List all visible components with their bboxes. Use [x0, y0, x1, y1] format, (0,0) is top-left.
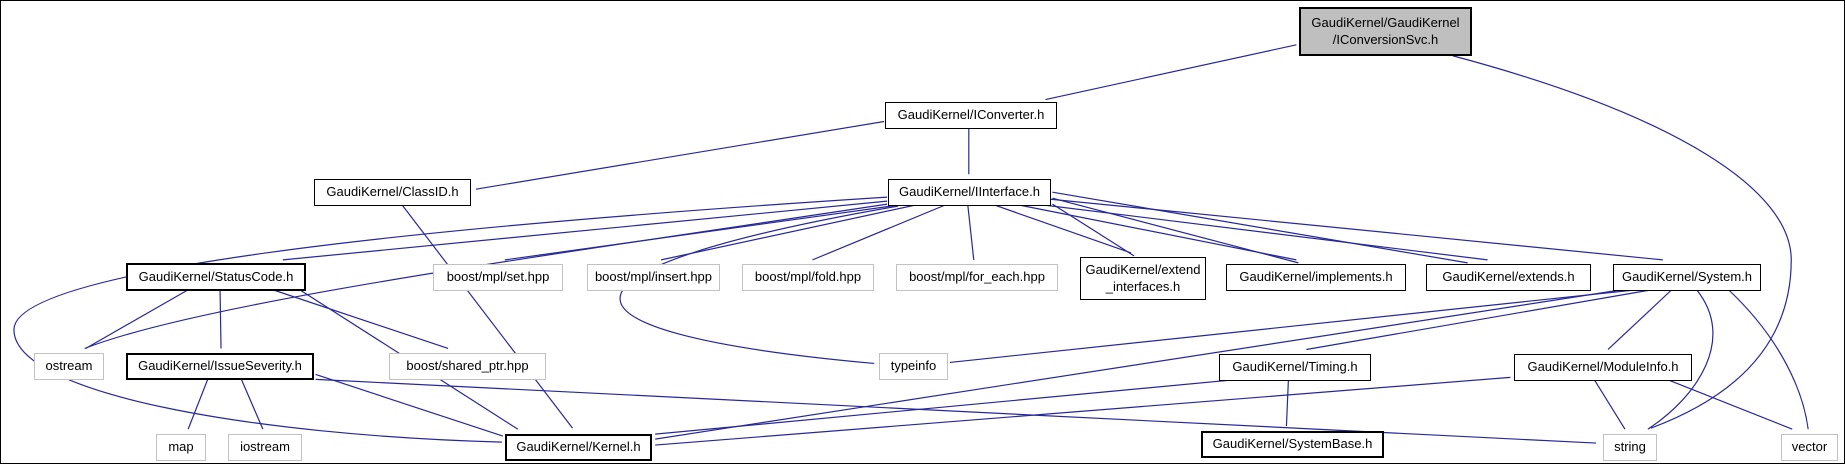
node-extend-interfaces[interactable]: GaudiKernel/extend _interfaces.h: [1080, 257, 1206, 300]
edge-extends-to-iinterface: [1052, 191, 1468, 264]
node-shared-ptr: boost/shared_ptr.hpp: [389, 353, 546, 380]
node-map: map: [156, 434, 206, 461]
node-mpl-set: boost/mpl/set.hpp: [433, 264, 563, 291]
edge-iinterface-to-mpl-insert: [661, 204, 916, 261]
edge-statuscode-to-shared-ptr: [272, 289, 449, 350]
node-systembase[interactable]: GaudiKernel/SystemBase.h: [1201, 431, 1384, 458]
edge-classid-to-kernel: [401, 204, 573, 429]
edge-statuscode-to-issueseverity: [219, 289, 222, 349]
edge-moduleinfo-to-string: [1593, 379, 1626, 430]
edge-iinterface-to-extends: [1044, 204, 1488, 261]
edge-system-to-vector: [1728, 289, 1809, 430]
node-vector: vector: [1781, 434, 1838, 461]
edge-implements-to-iinterface: [1052, 197, 1299, 264]
edge-moduleinfo-to-kernel: [655, 376, 1511, 446]
edge-iinterface-to-mpl-fold: [812, 204, 946, 261]
node-moduleinfo[interactable]: GaudiKernel/ModuleInfo.h: [1514, 354, 1692, 381]
edge-iconversionsvc-to-string: [1452, 55, 1792, 429]
node-system[interactable]: GaudiKernel/System.h: [1613, 264, 1761, 291]
edge-statuscode-to-ostream: [85, 289, 189, 350]
node-extends[interactable]: GaudiKernel/extends.h: [1426, 264, 1591, 291]
node-implements[interactable]: GaudiKernel/implements.h: [1226, 264, 1406, 291]
node-typeinfo: typeinfo: [879, 353, 948, 380]
edge-issueseverity-to-iostream: [240, 378, 264, 430]
node-mpl-fold: boost/mpl/fold.hpp: [742, 264, 874, 291]
node-timing[interactable]: GaudiKernel/Timing.h: [1219, 354, 1371, 381]
edge-iinterface-to-typeinfo: [619, 205, 899, 365]
node-kernel[interactable]: GaudiKernel/Kernel.h: [505, 434, 652, 461]
edge-extend-interfaces-to-iinterface: [1052, 203, 1135, 257]
edge-iconversionsvc-to-iconverter: [1045, 44, 1297, 101]
edge-issueseverity-to-kernel: [315, 373, 504, 437]
edge-timing-to-systembase: [1285, 379, 1290, 427]
node-iconverter[interactable]: GaudiKernel/IConverter.h: [885, 102, 1057, 129]
edge-iinterface-to-mpl-foreach: [967, 205, 975, 260]
node-issueseverity[interactable]: GaudiKernel/IssueSeverity.h: [126, 353, 314, 380]
edge-iinterface-to-ostream: [84, 203, 888, 350]
node-classid[interactable]: GaudiKernel/ClassID.h: [314, 179, 471, 206]
edge-iinterface-to-extend-interfaces: [994, 204, 1132, 254]
edge-iinterface-to-statuscode: [282, 200, 888, 261]
edge-system-to-timing: [1306, 289, 1652, 351]
edge-system-to-kernel: [655, 289, 1623, 440]
edge-issueseverity-to-map: [187, 378, 209, 430]
node-mpl-foreach: boost/mpl/for_each.hpp: [896, 264, 1058, 291]
node-iinterface[interactable]: GaudiKernel/IInterface.h: [888, 179, 1051, 206]
edge-iinterface-to-kernel: [13, 196, 888, 443]
node-string: string: [1603, 434, 1657, 461]
edge-system-to-string: [1647, 289, 1714, 430]
edge-system-to-typeinfo: [949, 289, 1637, 364]
edge-iinterface-to-mpl-set: [504, 204, 899, 261]
node-iostream: iostream: [228, 434, 302, 461]
edge-timing-to-kernel: [655, 378, 1239, 435]
node-statuscode[interactable]: GaudiKernel/StatusCode.h: [126, 263, 306, 291]
edge-moduleinfo-to-vector: [1666, 378, 1793, 430]
node-ostream: ostream: [34, 353, 104, 380]
edge-system-to-moduleinfo: [1607, 289, 1673, 350]
edge-iconverter-to-classid: [475, 120, 885, 190]
node-iconversionsvc: GaudiKernel/GaudiKernel /IConversionSvc.…: [1299, 7, 1472, 56]
node-mpl-insert: boost/mpl/insert.hpp: [587, 264, 720, 291]
